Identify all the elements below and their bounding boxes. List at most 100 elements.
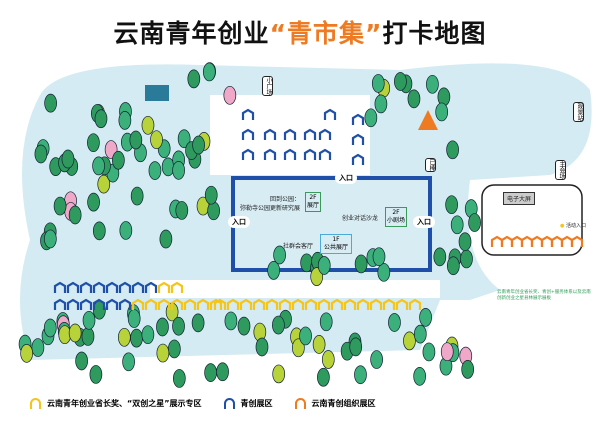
tree: [272, 364, 286, 384]
tent[interactable]: [395, 298, 409, 310]
tent[interactable]: [323, 108, 337, 120]
tent[interactable]: [303, 148, 317, 160]
tree: [75, 351, 88, 371]
tree: [354, 365, 367, 385]
tent[interactable]: [226, 298, 240, 310]
tent[interactable]: [369, 298, 383, 310]
tent[interactable]: [241, 128, 255, 140]
tree: [377, 262, 391, 282]
tent[interactable]: [408, 298, 422, 310]
tent[interactable]: [131, 298, 145, 310]
tree: [321, 350, 335, 369]
smiley-icon: ●: [560, 223, 565, 229]
tree: [446, 256, 460, 276]
tent[interactable]: [196, 298, 210, 310]
tent[interactable]: [170, 281, 184, 293]
tent[interactable]: [330, 298, 344, 310]
tent[interactable]: [105, 298, 119, 310]
tent[interactable]: [252, 298, 266, 310]
entrance-top[interactable]: 入口: [335, 172, 357, 184]
tent[interactable]: [209, 298, 223, 310]
tree: [394, 72, 407, 91]
tent[interactable]: [79, 281, 93, 293]
tree: [130, 186, 144, 206]
tree: [223, 85, 237, 105]
tree: [435, 102, 449, 122]
page-title: 云南青年创业“青市集”打卡地图: [113, 19, 487, 48]
tent[interactable]: [343, 298, 357, 310]
tree: [187, 69, 201, 89]
tent[interactable]: [351, 113, 365, 125]
tent[interactable]: [283, 128, 297, 140]
tree: [388, 313, 401, 332]
tent[interactable]: [356, 298, 370, 310]
tent[interactable]: [318, 128, 332, 140]
tree: [112, 150, 125, 170]
tent[interactable]: [303, 128, 317, 140]
tent[interactable]: [157, 298, 171, 310]
tree: [159, 229, 173, 249]
tree: [156, 343, 170, 363]
tent[interactable]: [317, 298, 331, 310]
tent[interactable]: [66, 298, 80, 310]
entrance-right[interactable]: 入口: [413, 216, 435, 228]
tree: [122, 352, 135, 372]
entrance-left[interactable]: 入口: [228, 216, 250, 228]
tree: [117, 327, 131, 347]
tent[interactable]: [79, 298, 93, 310]
tree: [433, 247, 447, 267]
tent[interactable]: [170, 298, 184, 310]
legend-item-org: 云南青创组织展区: [294, 398, 376, 409]
tent[interactable]: [144, 298, 158, 310]
tree: [192, 135, 205, 155]
tent[interactable]: [351, 153, 365, 165]
tent[interactable]: [263, 148, 277, 160]
tent[interactable]: [382, 298, 396, 310]
tent[interactable]: [131, 281, 145, 293]
tent[interactable]: [351, 133, 365, 145]
tent[interactable]: [241, 148, 255, 160]
legend-item-award: 云南青年创业省长奖、“双创之星”展示专区: [30, 398, 202, 409]
tent[interactable]: [92, 298, 106, 310]
tent[interactable]: [118, 281, 132, 293]
tree: [44, 93, 57, 113]
tent[interactable]: [92, 281, 106, 293]
tent[interactable]: [263, 128, 277, 140]
tree: [372, 247, 386, 267]
tree: [450, 215, 464, 235]
tent[interactable]: [318, 148, 332, 160]
activity-entry[interactable]: ● 活动入口: [560, 223, 586, 229]
tent[interactable]: [241, 108, 255, 120]
tent[interactable]: [118, 298, 132, 310]
tree: [403, 331, 416, 351]
tent[interactable]: [66, 281, 80, 293]
tent[interactable]: [53, 298, 67, 310]
tree: [175, 201, 189, 220]
tent[interactable]: [570, 235, 584, 247]
tent[interactable]: [105, 281, 119, 293]
tent[interactable]: [213, 298, 227, 310]
tent[interactable]: [265, 298, 279, 310]
tent[interactable]: [53, 281, 67, 293]
tent[interactable]: [278, 298, 292, 310]
tent[interactable]: [291, 298, 305, 310]
tent[interactable]: [157, 281, 171, 293]
tree: [310, 267, 324, 286]
tent[interactable]: [183, 298, 197, 310]
tent[interactable]: [144, 281, 158, 293]
tree: [445, 195, 458, 215]
tree: [172, 369, 186, 388]
tent[interactable]: [239, 298, 253, 310]
tree: [89, 365, 103, 384]
electronic-screen: 电子大屏: [503, 192, 536, 205]
tree: [317, 256, 331, 275]
tent[interactable]: [304, 298, 318, 310]
tree: [440, 342, 454, 362]
tree: [172, 316, 185, 336]
tent[interactable]: [283, 148, 297, 160]
tree: [177, 129, 191, 149]
tree: [127, 309, 141, 328]
